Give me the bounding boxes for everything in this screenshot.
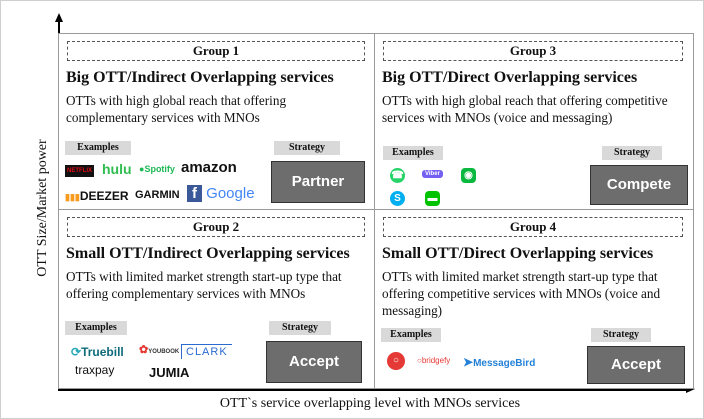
strategy-label: Strategy [269,321,331,335]
quadrant-group-2: Group 2 Small OTT/Indirect Overlapping s… [58,209,376,389]
spotify-logo-text: Spotify [144,164,175,174]
youbook-logo-text: YOUBOOK [148,349,180,355]
netflix-logo-icon: NETFLIX [65,165,94,177]
deezer-logo-icon: ▮▮▮DEEZER [65,189,129,203]
spotify-logo-icon: ●Spotify [139,164,175,174]
bridgefy-logo-text: bridgefy [421,356,451,365]
google-logo-icon: f Google [187,185,255,202]
quadrant-description: OTTs with limited market strength start-… [382,269,661,318]
messagebird-logo-icon: ➤MessageBird [463,355,536,369]
quadrant-title: Small OTT/Indirect Overlapping services [66,245,350,262]
deezer-logo-text: DEEZER [79,189,129,203]
line-logo-icon: ▬ [425,191,440,206]
y-axis-label: OTT Size/Market power [35,139,50,277]
compete-strategy-box: Compete [590,165,688,205]
x-axis-line [58,389,688,391]
accept-strategy-box: Accept [587,346,685,384]
quadrant-title: Big OTT/Direct Overlapping services [382,69,638,86]
examples-label: Examples [65,141,131,155]
jumia-logo-icon: JUMIA [149,365,190,380]
examples-label: Examples [65,321,127,335]
group-heading: Group 2 [67,217,365,237]
y-axis-arrow-icon [55,13,63,22]
amazon-logo-icon: amazon [181,159,237,176]
clark-logo-icon: CLARK [181,344,232,359]
quadrant-description: OTTs with limited market strength start-… [66,269,342,301]
strategy-label: Strategy [602,146,662,160]
accept-strategy-box: Accept [266,341,362,383]
quadrant-group-4: Group 4 Small OTT/Direct Overlapping ser… [374,209,694,389]
google-logo-text: Google [206,185,255,202]
group-heading: Group 3 [383,41,683,61]
quadrant-description: OTTs with high global reach that offerin… [66,93,287,125]
wechat-logo-icon: ◉ [461,168,476,183]
messagebird-logo-text: MessageBird [473,358,536,369]
youbook-logo-icon: ✿YOUBOOK [139,344,180,356]
strategy-label: Strategy [274,141,340,155]
x-axis-label: OTT`s service overlapping level with MNO… [219,396,521,411]
truebill-logo-text: Truebill [81,345,124,359]
facebook-logo-icon: f [187,185,202,202]
group-heading: Group 1 [67,41,365,61]
traxpay-logo-icon: traxpay [75,363,115,377]
group-heading: Group 4 [383,217,683,237]
quadrant-description: OTTs with high global reach that offerin… [382,93,668,125]
hulu-logo-icon: hulu [102,161,132,177]
whatsapp-logo-icon: ☎ [390,168,405,183]
garmin-logo-icon: GARMIN [135,189,180,201]
quadrant-group-1: Group 1 Big OTT/Indirect Overlapping ser… [58,33,376,211]
strategy-label: Strategy [591,328,651,342]
red-chat-app-logo-icon: ○ [387,352,405,370]
partner-strategy-box: Partner [271,161,365,203]
examples-label: Examples [383,146,443,160]
skype-logo-icon: S [390,191,405,206]
quadrant-group-3: Group 3 Big OTT/Direct Overlapping servi… [374,33,694,211]
viber-logo-icon: Viber [422,170,443,178]
x-axis-arrow-icon [686,385,695,393]
quadrant-title: Small OTT/Direct Overlapping services [382,245,654,262]
examples-label: Examples [381,328,441,342]
quadrant-title: Big OTT/Indirect Overlapping services [66,69,334,86]
truebill-logo-icon: ⟳Truebill [71,345,124,359]
bridgefy-logo-icon: ○bridgefy [417,356,451,365]
